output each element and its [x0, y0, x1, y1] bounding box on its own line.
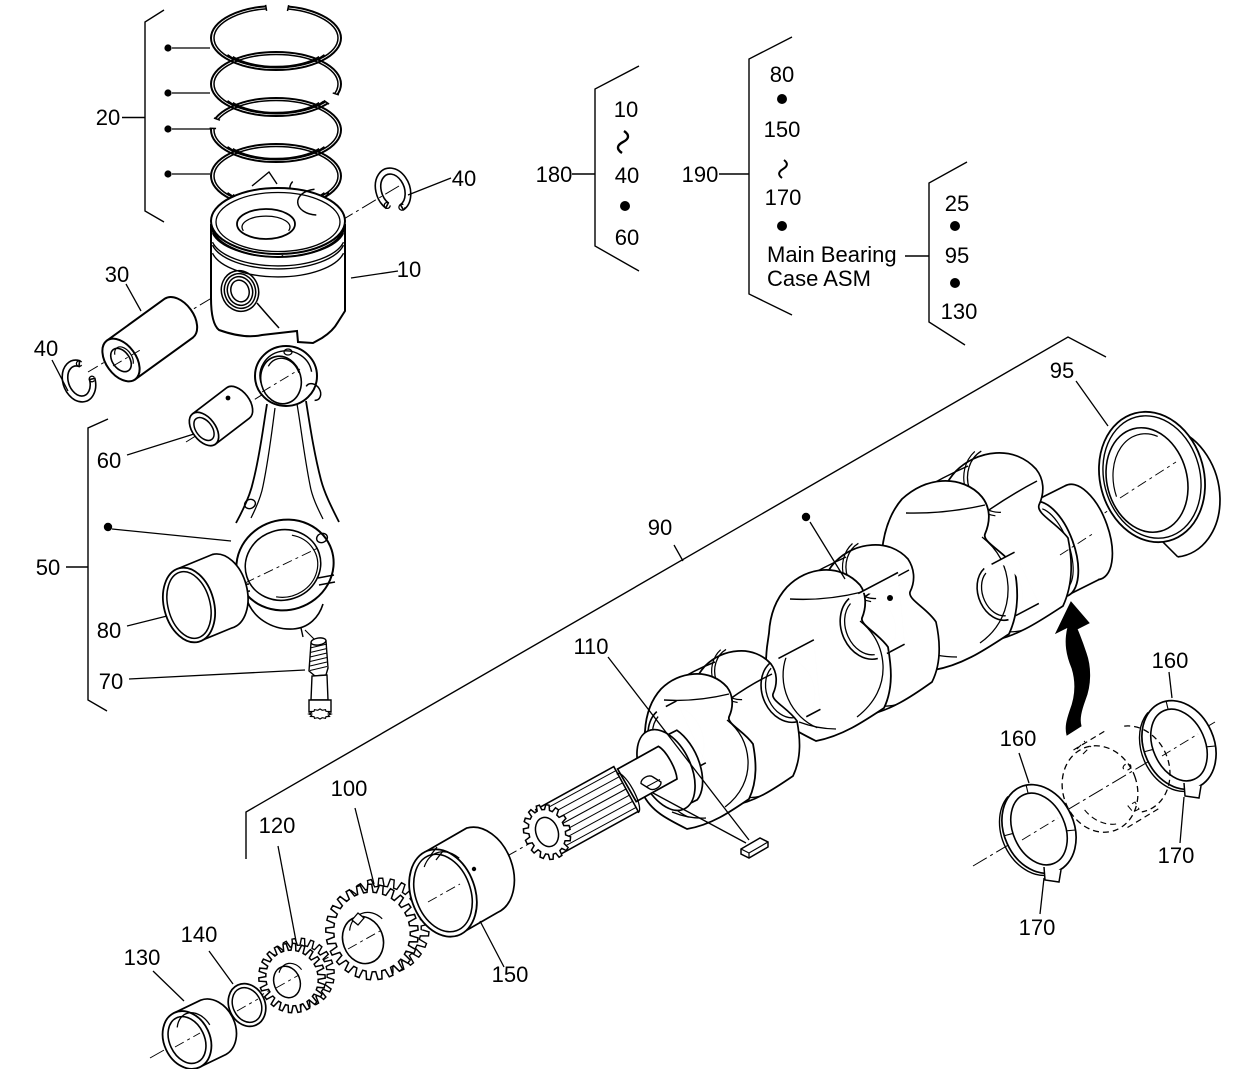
svg-text:30: 30: [105, 262, 129, 287]
svg-text:40: 40: [615, 163, 639, 188]
svg-text:130: 130: [124, 945, 161, 970]
svg-text:10: 10: [397, 257, 421, 282]
svg-text:110: 110: [573, 634, 608, 659]
svg-text:100: 100: [331, 776, 368, 801]
svg-text:160: 160: [1152, 648, 1189, 673]
svg-text:60: 60: [97, 448, 121, 473]
svg-text:80: 80: [97, 618, 121, 643]
svg-text:60: 60: [615, 225, 639, 250]
svg-text:170: 170: [765, 185, 802, 210]
svg-text:50: 50: [36, 555, 60, 580]
svg-text:25: 25: [945, 191, 969, 216]
svg-text:Case ASM: Case ASM: [767, 266, 871, 291]
svg-text:140: 140: [181, 922, 218, 947]
svg-text:130: 130: [941, 299, 978, 324]
svg-text:180: 180: [536, 162, 573, 187]
svg-text:150: 150: [764, 117, 801, 142]
svg-text:170: 170: [1158, 843, 1195, 868]
svg-text:80: 80: [770, 62, 794, 87]
svg-text:120: 120: [259, 813, 296, 838]
svg-text:40: 40: [452, 166, 476, 191]
svg-text:160: 160: [1000, 726, 1037, 751]
svg-text:150: 150: [492, 962, 529, 987]
svg-text:10: 10: [614, 97, 638, 122]
svg-text:90: 90: [648, 515, 672, 540]
svg-text:20: 20: [96, 105, 120, 130]
svg-text:70: 70: [99, 669, 123, 694]
svg-text:170: 170: [1019, 915, 1056, 940]
svg-text:Main Bearing: Main Bearing: [767, 242, 897, 267]
svg-text:190: 190: [682, 162, 719, 187]
svg-text:40: 40: [34, 336, 58, 361]
svg-text:95: 95: [945, 243, 969, 268]
svg-text:95: 95: [1050, 358, 1074, 383]
